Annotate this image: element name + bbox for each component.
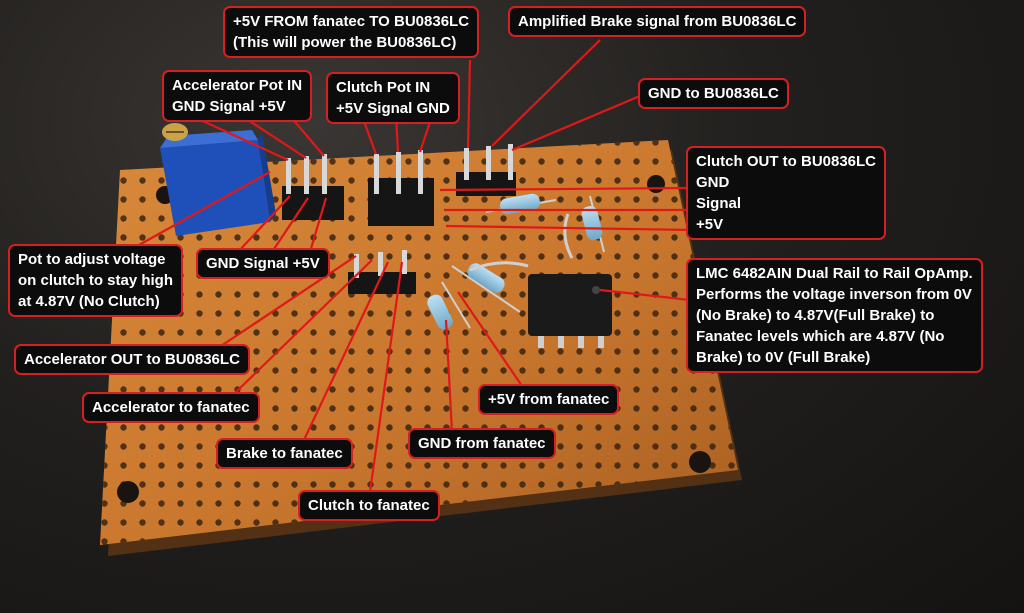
label-line: Pot to adjust voltage [18,251,166,268]
label-line: +5V FROM fanatec TO BU0836LC [233,13,470,30]
wire-jumper [563,213,574,259]
label-line: Fanatec levels which are 4.87V (No [696,328,945,345]
label-brake-to-fanatec: Brake to fanatec [216,438,353,469]
label-gnd-to-bu: GND to BU0836LC [638,78,789,109]
clutch-header [368,150,434,226]
label-clutch-out: Clutch OUT to BU0836LC GND Signal +5V [686,146,887,240]
label-fanatec-5v: +5V from fanatec [478,384,620,415]
label-accel-to-fanatec: Accelerator to fanatec [82,392,260,423]
label-line: Clutch OUT to BU0836LC [696,153,877,170]
label-line: at 4.87V (No Clutch) [18,293,160,310]
mounting-hole [689,451,711,473]
resistor [581,195,605,253]
label-line: Accelerator Pot IN [172,77,303,94]
label-line: Clutch Pot IN [336,79,431,96]
bu0836lc-header [456,144,516,196]
label-amplified-brake: Amplified Brake signal from BU0836LC [508,6,807,37]
label-clutch-pot-in: Clutch Pot IN +5V Signal GND [326,72,460,124]
label-line: Performs the voltage inverson from 0V [696,286,972,303]
label-accel-pot-in: Accelerator Pot IN GND Signal +5V [162,70,313,122]
accelerator-header [282,154,344,220]
label-line: +5V [696,216,724,233]
label-line: +5V Signal GND [336,100,450,117]
label-line: GND [696,174,730,191]
label-line: Signal [696,195,742,212]
mounting-hole [117,481,139,503]
label-pot-adjust: Pot to adjust voltage on clutch to stay … [8,244,184,317]
label-gnd-from-fanatec: GND from fanatec [408,428,556,459]
opamp-chip [528,274,612,348]
mounting-hole [647,175,665,193]
label-line: LMC 6482AIN Dual Rail to Rail OpAmp. [696,265,973,282]
label-line: on clutch to stay high [18,272,174,289]
label-clutch-to-fanatec: Clutch to fanatec [298,490,440,521]
label-line: (No Brake) to 4.87V(Full Brake) to [696,307,935,324]
wire-jumper [469,261,529,272]
pointer-lines [129,39,693,493]
label-line: GND Signal +5V [172,98,286,115]
label-accel-out: Accelerator OUT to BU0836LC [14,344,250,375]
label-line: Brake) to 0V (Full Brake) [696,349,871,366]
resistor [451,263,521,313]
label-opamp: LMC 6482AIN Dual Rail to Rail OpAmp. Per… [686,258,983,373]
label-line: (This will power the BU0836LC) [233,34,457,51]
label-gnd-signal-5v: GND Signal +5V [196,248,330,279]
label-fanatec-5v-to-bu: +5V FROM fanatec TO BU0836LC (This will … [223,6,480,58]
